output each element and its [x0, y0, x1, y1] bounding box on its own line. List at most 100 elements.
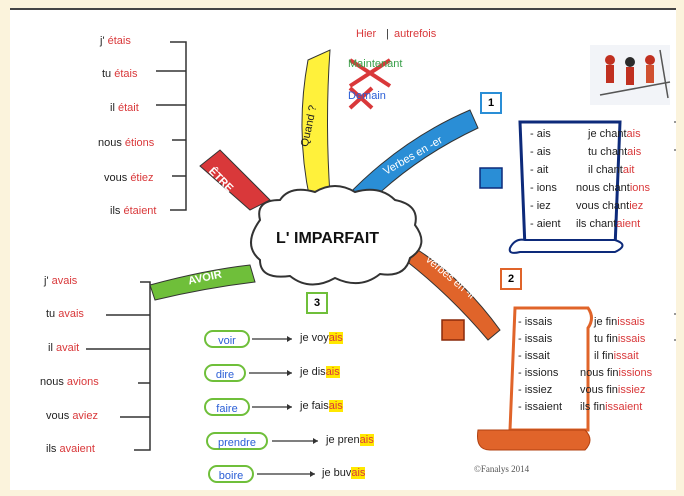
etre-pronoun: tu [102, 68, 112, 80]
quand-autrefois: autrefois [394, 28, 437, 40]
er-stem: ils chant [576, 218, 617, 230]
etre-row: il était [110, 102, 139, 114]
er-conj-row: nous chantions [576, 182, 650, 194]
ir-conj-row: tu finissais [594, 333, 645, 345]
avoir-verb: avais [58, 308, 84, 320]
quand-maintenant: Maintenant [348, 58, 403, 70]
avoir-row: tu avais [46, 308, 84, 320]
etre-row: vous étiez [104, 172, 154, 184]
etre-row: tu étais [102, 68, 138, 80]
etre-verb: étaient [123, 205, 157, 217]
number-three-badge: 3 [306, 292, 328, 314]
avoir-pronoun: tu [46, 308, 56, 320]
quand-hier: Hier [356, 28, 377, 40]
er-conj-row: tu chantais [588, 146, 641, 158]
etre-row: j' étais [100, 35, 131, 47]
irregular-stem: je dis [300, 366, 326, 378]
er-conj-row: vous chantiez [576, 200, 643, 212]
ir-ending-highlight: issiez [617, 384, 646, 396]
er-ending-highlight: ait [622, 164, 635, 176]
er-ending-highlight: ions [629, 182, 651, 194]
ir-ending: - issait [518, 350, 550, 362]
ir-stem: nous fin [580, 367, 619, 379]
irregular-conj-row: je disais [300, 366, 340, 378]
etre-verb: étions [124, 137, 155, 149]
avoir-row: vous aviez [46, 410, 98, 422]
etre-row: ils étaient [110, 205, 156, 217]
ir-stem: vous fin [580, 384, 618, 396]
ir-conj-row: nous finissions [580, 367, 652, 379]
number-two-badge: 2 [500, 268, 522, 290]
ir-ending: - issais [518, 333, 553, 345]
er-ending-highlight: aient [616, 218, 641, 230]
irregular-stem: je voy [300, 332, 329, 344]
ir-stem: il fin [594, 350, 614, 362]
er-stem: tu chant [588, 146, 628, 158]
etre-verb: était [117, 102, 139, 114]
ir-ending: - issais [518, 316, 553, 328]
er-ending: - ais [530, 128, 551, 140]
mind-map-lines [86, 41, 676, 477]
irregular-stem: je fais [300, 400, 329, 412]
ir-ending-highlight: issais [617, 316, 645, 328]
irregular-ending-highlight: ais [328, 400, 343, 412]
er-stem: vous chant [576, 200, 630, 212]
ir-ending: - issiez [518, 384, 553, 396]
ir-ending-highlight: issait [613, 350, 639, 362]
ir-ending: - issaient [518, 401, 563, 413]
infinitive-pill: voir [204, 330, 250, 348]
er-stem: il chant [588, 164, 623, 176]
er-stem: nous chant [576, 182, 630, 194]
er-conj-row: ils chantaient [576, 218, 640, 230]
ir-stem: tu fin [594, 333, 618, 345]
irregular-stem: je buv [322, 467, 352, 479]
er-stem: je chant [588, 128, 627, 140]
etre-pronoun: j' [100, 35, 105, 47]
ir-stem: ils fin [580, 401, 606, 413]
irregular-conj-row: je voyais [300, 332, 343, 344]
avoir-pronoun: ils [46, 443, 57, 455]
etre-pronoun: il [110, 102, 115, 114]
er-ending-highlight: ais [626, 128, 641, 140]
avoir-row: j' avais [44, 275, 77, 287]
irregular-conj-row: je prenais [326, 434, 374, 446]
infinitive-pill: boire [208, 465, 254, 483]
etre-pronoun: nous [98, 137, 122, 149]
ir-ending: - issions [518, 367, 559, 379]
er-ending: - aient [530, 218, 561, 230]
irregular-conj-row: je buvais [322, 467, 366, 479]
ir-conj-row: vous finissiez [580, 384, 645, 396]
ir-conj-row: je finissais [594, 316, 645, 328]
er-ending: - ais [530, 146, 551, 158]
ir-stem: je fin [594, 316, 618, 328]
avoir-row: ils avaient [46, 443, 95, 455]
avoir-pronoun: nous [40, 376, 64, 388]
er-conj-row: il chantait [588, 164, 634, 176]
ir-ending-highlight: issaient [605, 401, 643, 413]
avoir-row: nous avions [40, 376, 99, 388]
infinitive-pill: prendre [206, 432, 268, 450]
irregular-ending-highlight: ais [325, 366, 340, 378]
er-conj-row: je chantais [588, 128, 641, 140]
etre-verb: étais [107, 35, 131, 47]
avoir-verb: avaient [59, 443, 95, 455]
quand-separator: | [386, 28, 389, 40]
irregular-ending-highlight: ais [328, 332, 343, 344]
mind-map-sheet: ÊTRE Quand ? Verbes en -er verbes en -ir… [10, 8, 676, 490]
etre-verb: étais [114, 68, 138, 80]
etre-row: nous étions [98, 137, 154, 149]
number-one-badge: 1 [480, 92, 502, 114]
credit-text: ©Fanalys 2014 [474, 464, 530, 474]
avoir-pronoun: il [48, 342, 53, 354]
avoir-row: il avait [48, 342, 79, 354]
ir-ending-highlight: issais [617, 333, 646, 345]
ir-ending-highlight: issions [618, 367, 653, 379]
avoir-verb: aviez [72, 410, 98, 422]
ir-conj-row: ils finissaient [580, 401, 642, 413]
avoir-pronoun: vous [46, 410, 70, 422]
er-ending: - iez [530, 200, 551, 212]
irregular-ending-highlight: ais [351, 467, 366, 479]
irregular-conj-row: je faisais [300, 400, 343, 412]
avoir-verb: avions [66, 376, 99, 388]
infinitive-pill: dire [204, 364, 246, 382]
